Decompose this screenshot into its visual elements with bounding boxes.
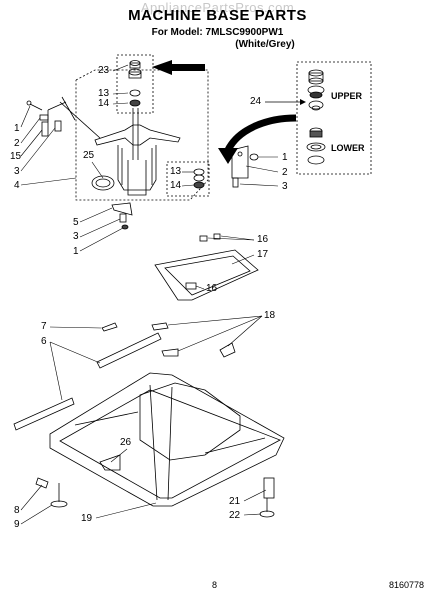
variant-line: (White/Grey) [235,39,295,50]
callout-15: 15 [10,151,22,162]
callout-16-lower: 16 [206,283,218,294]
callout-13-mid: 13 [170,166,182,177]
upper-assembly-frame [75,54,209,201]
callout-16-top: 16 [257,234,269,245]
lower-cam-part [306,127,326,165]
upper-lower-inset [265,61,372,175]
callout-23: 23 [98,65,110,76]
callout-26: 26 [120,437,132,448]
callout-18: 18 [264,310,276,321]
right-fasteners [231,145,259,188]
leader-lines [20,64,279,525]
model-line: For Model: 7MLSC9900PW1 [151,27,284,38]
callout-24: 24 [250,96,262,107]
inset-lower-label: LOWER [331,143,365,153]
transmission-spider [59,96,181,196]
transmission-top-parts [128,60,142,107]
pointer-arrow-upper [152,60,205,75]
upper-cam-part [307,69,325,111]
inset-upper-label: UPPER [331,91,363,101]
callout-1-right: 1 [282,152,288,163]
callout-3-lower: 3 [73,231,79,242]
callout-25: 25 [83,150,95,161]
callout-3-right: 3 [282,181,288,192]
callout-13-top: 13 [98,88,110,99]
callout-6: 6 [41,336,47,347]
callout-5: 5 [73,217,79,228]
callout-22: 22 [229,510,241,521]
callout-19: 19 [81,513,93,524]
lower-left-fasteners [111,202,133,230]
callout-4: 4 [14,180,20,191]
page-title: MACHINE BASE PARTS [128,7,307,24]
machine-base-frame [49,372,285,507]
mid-frame-part [154,233,259,301]
left-fasteners [26,100,67,137]
watermark: AppliancePartsPros.com [140,0,295,15]
callout-2-right: 2 [282,167,288,178]
callout-9: 9 [14,519,20,530]
callout-14-top: 14 [98,98,110,109]
document-number: 8160778 [389,580,425,590]
callout-21: 21 [229,496,241,507]
callout-2-left: 2 [14,138,20,149]
callout-1-left: 1 [14,123,20,134]
callout-14-mid: 14 [170,180,182,191]
page-number: 8 [212,580,218,590]
curved-arrow [218,114,297,164]
callout-8: 8 [14,505,20,516]
side-rails [13,322,236,431]
callout-7: 7 [41,321,47,332]
callout-3-left: 3 [14,166,20,177]
callout-17: 17 [257,249,269,260]
callout-1-lower: 1 [73,246,79,257]
